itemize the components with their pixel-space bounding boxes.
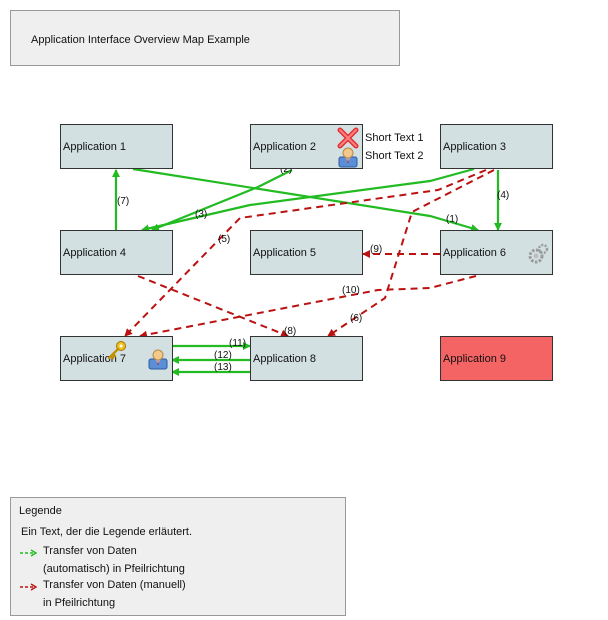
edge-label-2: (2) [280,164,292,175]
short-text-2: Short Text 2 [365,150,424,162]
edge-3 [141,167,475,233]
application-box-8[interactable]: Application 8 [250,336,363,381]
application-box-4[interactable]: Application 4 [60,230,173,275]
edge-label-12: (12) [214,350,232,361]
edge-8 [137,275,289,338]
application-label: Application 4 [63,246,126,259]
edge-label-10: (10) [342,285,360,296]
edge-label-9: (9) [370,244,382,255]
short-text-1: Short Text 1 [365,132,424,144]
edge-10 [139,275,477,339]
legend-item-automatic-line1: Transfer von Daten [43,545,137,557]
application-label: Application 8 [253,352,316,365]
edge-label-7: (7) [117,196,129,207]
user-icon [148,349,168,370]
user-icon [338,147,358,168]
edge-label-4: (4) [497,190,509,201]
application-box-9[interactable]: Application 9 [440,336,553,381]
edge-1 [132,167,479,232]
edge-label-13: (13) [214,362,232,373]
legend-title: Legende [19,505,62,517]
application-label: Application 6 [443,246,506,259]
application-box-1[interactable]: Application 1 [60,124,173,169]
edge-label-6: (6) [350,313,362,324]
legend-manual-arrow-icon [20,583,38,591]
application-box-3[interactable]: Application 3 [440,124,553,169]
gear-icon [528,243,549,264]
application-label: Application 5 [253,246,316,259]
diagram-title-box: Application Interface Overview Map Examp… [10,10,400,66]
application-label: Application 1 [63,140,126,153]
legend-box: Legende Ein Text, der die Legende erläut… [10,497,346,616]
key-icon [107,341,126,360]
edge-label-8: (8) [284,326,296,337]
edge-5 [124,169,487,337]
edge-2 [151,169,293,232]
edge-label-1: (1) [446,214,458,225]
legend-item-automatic-line2: (automatisch) in Pfeilrichtung [43,563,185,575]
legend-item-manual-line2: in Pfeilrichtung [43,597,116,609]
application-box-5[interactable]: Application 5 [250,230,363,275]
application-box-6[interactable]: Application 6 [440,230,553,275]
edge-label-11: (11) [229,338,246,349]
legend-item-manual-line1: Transfer von Daten (manuell) [43,579,186,591]
application-label: Application 2 [253,140,316,153]
diagram-title: Application Interface Overview Map Examp… [31,34,250,46]
edge-label-5: (5) [218,234,230,245]
application-label: Application 9 [443,352,506,365]
application-label: Application 3 [443,140,506,153]
red-x-icon [337,127,359,149]
legend-description: Ein Text, der die Legende erläutert. [21,526,193,538]
edge-label-3: (3) [195,209,207,220]
legend-automatic-arrow-icon [20,549,38,557]
